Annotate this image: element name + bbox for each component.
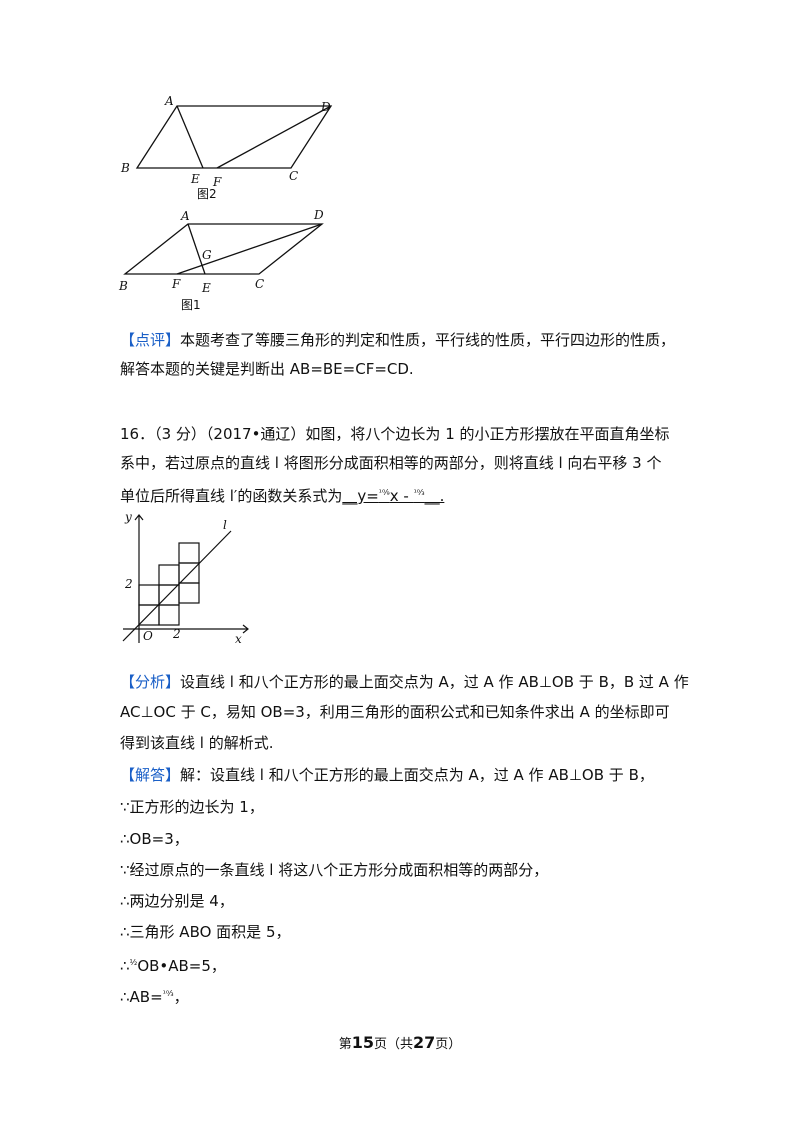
answer-mid: x - bbox=[389, 487, 414, 505]
comment-tag: 【点评】 bbox=[120, 331, 181, 349]
analysis-line-1: 【分析】设直线 l 和八个正方形的最上面交点为 A，过 A 作 AB⊥OB 于 … bbox=[120, 672, 689, 692]
solution-text-2: ∵正方形的边长为 1， bbox=[120, 798, 264, 816]
solution-line-8: ∴AB=¹⁰⁄₃， bbox=[120, 984, 189, 1007]
solution-line-1: 【解答】解：设直线 l 和八个正方形的最上面交点为 A，过 A 作 AB⊥OB … bbox=[120, 765, 654, 785]
fig2-label-d: D bbox=[320, 100, 331, 114]
problem-text-3: 单位后所得直线 l′的函数关系式为 bbox=[120, 487, 343, 505]
comment-line-2: 解答本题的关键是判断出 AB=BE=CF=CD. bbox=[120, 359, 414, 379]
solution-tag: 【解答】 bbox=[120, 766, 181, 784]
fig2-label-b: B bbox=[120, 161, 130, 175]
fig1-label-a: A bbox=[180, 209, 190, 223]
solution-text-7: OB•AB=5， bbox=[137, 957, 226, 975]
figure-2: A D B E F C 图2 bbox=[120, 94, 333, 201]
footer-page-number: 15 bbox=[351, 1033, 374, 1052]
analysis-tag: 【分析】 bbox=[120, 673, 181, 691]
problem-line-1: 16．（3 分）（2017•通辽）如图，将八个边长为 1 的小正方形摆放在平面直… bbox=[120, 424, 670, 444]
problem-line-3: 单位后所得直线 l′的函数关系式为__y=¹⁰⁄₉x - ¹⁰⁄₃__. bbox=[120, 483, 444, 506]
solution-line-6: ∴三角形 ABO 面积是 5， bbox=[120, 922, 291, 942]
solution-text-6: ∴三角形 ABO 面积是 5， bbox=[120, 923, 291, 941]
page-footer: 第15页（共27页） bbox=[0, 1033, 800, 1052]
fig1-label-f: F bbox=[171, 277, 181, 291]
fig2-label-e: E bbox=[190, 172, 200, 186]
footer-post: 页） bbox=[435, 1037, 462, 1052]
comment-text-1: 本题考查了等腰三角形的判定和性质，平行线的性质，平行四边形的性质， bbox=[180, 331, 676, 349]
solution-line-4: ∵经过原点的一条直线 l 将这八个正方形分成面积相等的两部分， bbox=[120, 860, 548, 880]
problem-line-2: 系中，若过原点的直线 l 将图形分成面积相等的两部分，则将直线 l 向右平移 3… bbox=[120, 453, 662, 473]
graph-origin-label: O bbox=[143, 629, 153, 643]
fig2-caption: 图2 bbox=[197, 187, 217, 201]
graph-tick-x: 2 bbox=[172, 627, 181, 641]
analysis-line-3: 得到该直线 l 的解析式. bbox=[120, 733, 273, 753]
figure-1: A D G B F E C 图1 bbox=[118, 208, 324, 312]
analysis-line-2: AC⊥OC 于 C，易知 OB=3，利用三角形的面积公式和已知条件求出 A 的坐… bbox=[120, 702, 670, 722]
fig2-label-a: A bbox=[164, 94, 174, 108]
coordinate-graph: y l 2 O 2 x bbox=[122, 510, 249, 645]
solution-text-7-prefix: ∴ bbox=[120, 957, 130, 975]
fig2-label-c: C bbox=[289, 169, 298, 183]
analysis-text-3: 得到该直线 l 的解析式. bbox=[120, 734, 274, 752]
graph-tick-y: 2 bbox=[124, 577, 133, 591]
solution-text-5: ∴两边分别是 4， bbox=[120, 892, 234, 910]
answer-fraction-2: ¹⁰⁄₃ bbox=[413, 488, 425, 497]
problem-text-2: 系中，若过原点的直线 l 将图形分成面积相等的两部分，则将直线 l 向右平移 3… bbox=[120, 454, 662, 472]
fig1-label-c: C bbox=[255, 277, 264, 291]
graph-y-label: y bbox=[124, 510, 132, 524]
analysis-text-2: AC⊥OC 于 C，易知 OB=3，利用三角形的面积公式和已知条件求出 A 的坐… bbox=[120, 703, 670, 721]
problem-text-1: 16．（3 分）（2017•通辽）如图，将八个边长为 1 的小正方形摆放在平面直… bbox=[120, 425, 670, 443]
solution-text-3: ∴OB=3， bbox=[120, 830, 189, 848]
solution-text-8-end: ， bbox=[173, 988, 189, 1006]
comment-line-1: 【点评】本题考查了等腰三角形的判定和性质，平行线的性质，平行四边形的性质， bbox=[120, 330, 675, 350]
graph-x-label: x bbox=[235, 632, 242, 645]
solution-fraction-ab: ¹⁰⁄₃ bbox=[162, 989, 174, 998]
answer-fraction-1: ¹⁰⁄₉ bbox=[378, 488, 390, 497]
fig1-label-b: B bbox=[118, 279, 128, 293]
solution-fraction-half: ½ bbox=[129, 958, 138, 967]
graph-l-label: l bbox=[223, 518, 227, 532]
answer-end: __. bbox=[424, 487, 445, 505]
solution-text-8-prefix: ∴AB= bbox=[120, 988, 163, 1006]
footer-mid: 页（共 bbox=[373, 1037, 413, 1052]
solution-line-2: ∵正方形的边长为 1， bbox=[120, 797, 264, 817]
solution-line-3: ∴OB=3， bbox=[120, 829, 189, 849]
answer-blank: __y=¹⁰⁄₉x - ¹⁰⁄₃__. bbox=[342, 487, 444, 505]
fig2-label-f: F bbox=[212, 175, 222, 189]
fig1-caption: 图1 bbox=[181, 298, 201, 312]
comment-text-2: 解答本题的关键是判断出 AB=BE=CF=CD. bbox=[120, 360, 414, 378]
analysis-text-1: 设直线 l 和八个正方形的最上面交点为 A，过 A 作 AB⊥OB 于 B，B … bbox=[180, 673, 689, 691]
footer-total-pages: 27 bbox=[413, 1033, 436, 1052]
answer-start: __y= bbox=[342, 487, 379, 505]
fig1-label-d: D bbox=[313, 208, 324, 222]
fig1-label-g: G bbox=[202, 248, 212, 262]
solution-line-5: ∴两边分别是 4， bbox=[120, 891, 234, 911]
solution-line-7: ∴½OB•AB=5， bbox=[120, 953, 226, 976]
footer-pre: 第 bbox=[338, 1037, 352, 1052]
solution-text-1: 解：设直线 l 和八个正方形的最上面交点为 A，过 A 作 AB⊥OB 于 B， bbox=[180, 766, 654, 784]
solution-text-4: ∵经过原点的一条直线 l 将这八个正方形分成面积相等的两部分， bbox=[120, 861, 549, 879]
fig1-label-e: E bbox=[201, 281, 211, 295]
